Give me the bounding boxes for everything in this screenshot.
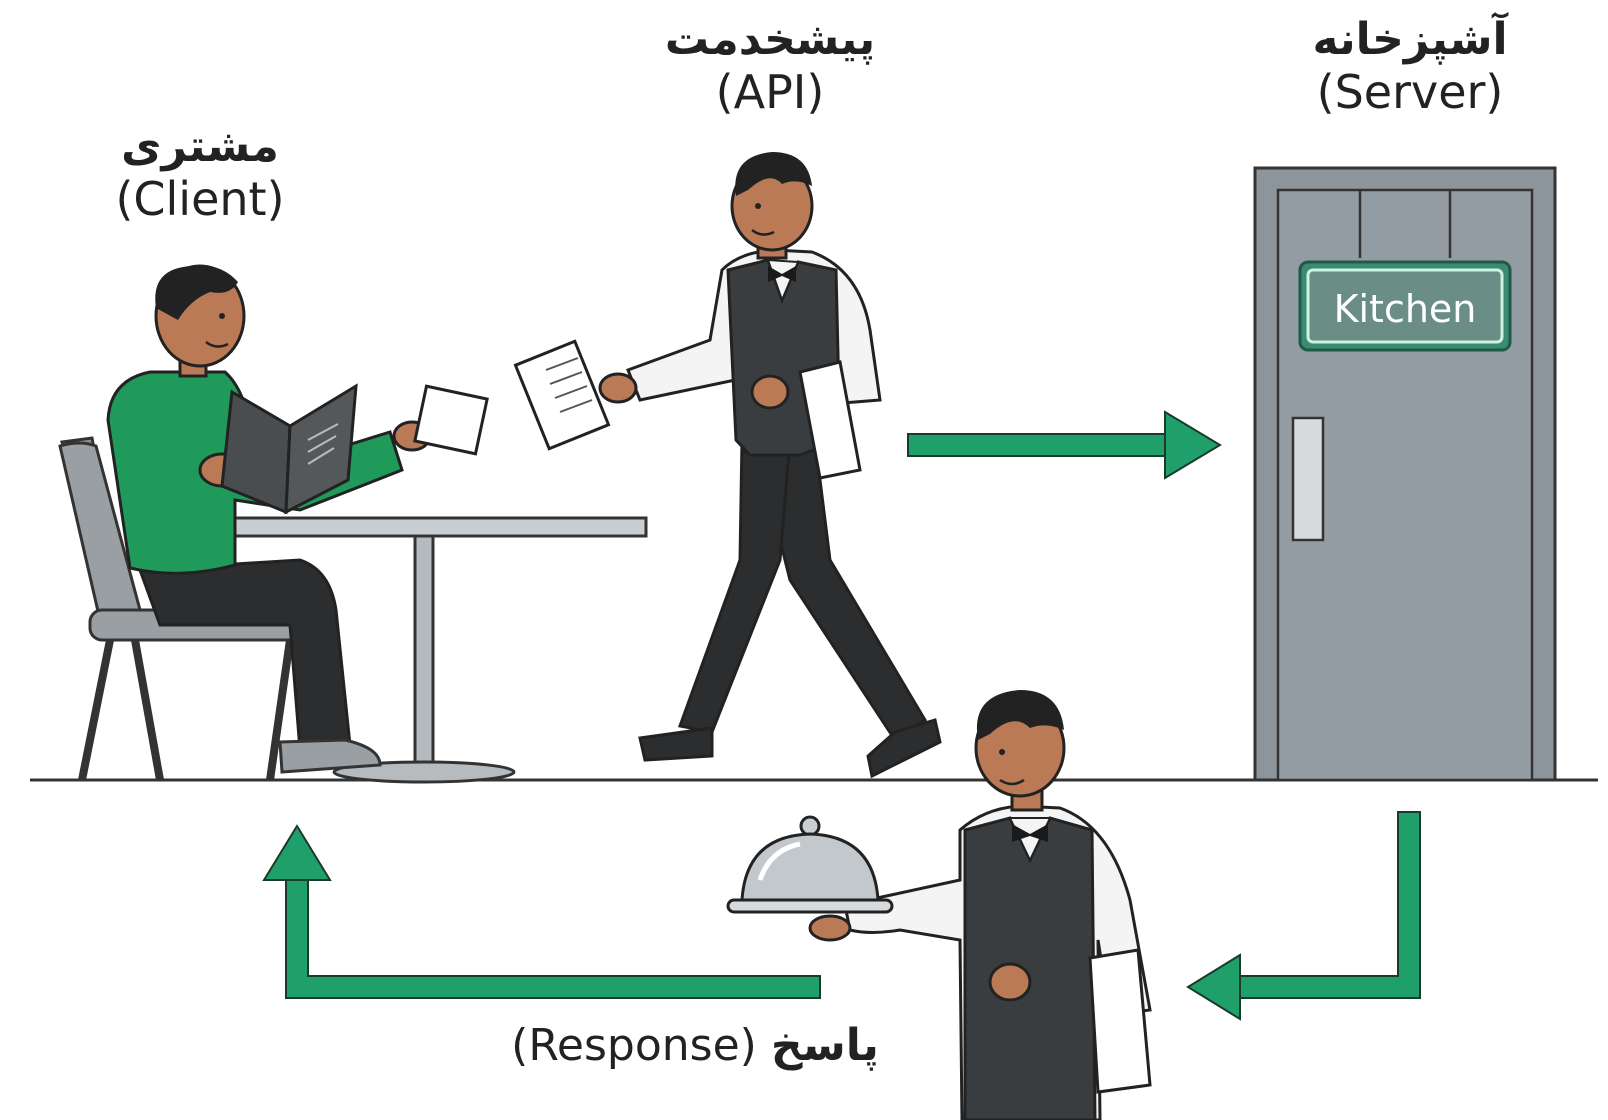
- kitchen-sign: Kitchen: [1298, 260, 1512, 352]
- server-label: آشپزخانه (Server): [1285, 14, 1535, 119]
- request-arrow: [907, 410, 1222, 480]
- server-label-en: (Server): [1316, 64, 1504, 119]
- cloche-icon: [726, 815, 894, 914]
- waiter-api: [598, 152, 942, 779]
- client-paper-icon: [413, 384, 489, 456]
- order-paper-icon: [513, 339, 611, 451]
- towel-icon: [798, 360, 862, 480]
- kitchen-return-arrow: [1186, 811, 1421, 1021]
- response-arrow: [262, 824, 821, 999]
- client-label-en: (Client): [115, 171, 285, 226]
- kitchen-door: [1253, 166, 1557, 782]
- response-label-en: (Response): [511, 1020, 757, 1071]
- response-label: پاسخ (Response): [470, 1020, 920, 1071]
- door-handle-icon: [1291, 416, 1325, 542]
- api-label-en: (API): [715, 64, 825, 119]
- server-label-fa: آشپزخانه: [1312, 14, 1508, 65]
- api-label: پیشخدمت (API): [630, 14, 910, 119]
- menu-icon: [220, 383, 358, 515]
- chair-icon: [58, 436, 322, 781]
- kitchen-sign-text: Kitchen: [1334, 287, 1477, 331]
- response-label-fa: پاسخ: [770, 1020, 879, 1071]
- waiter-response: [808, 690, 1152, 1120]
- client-label: مشتری (Client): [90, 121, 310, 226]
- api-label-fa: پیشخدمت: [664, 14, 876, 65]
- client-label-fa: مشتری: [121, 121, 279, 172]
